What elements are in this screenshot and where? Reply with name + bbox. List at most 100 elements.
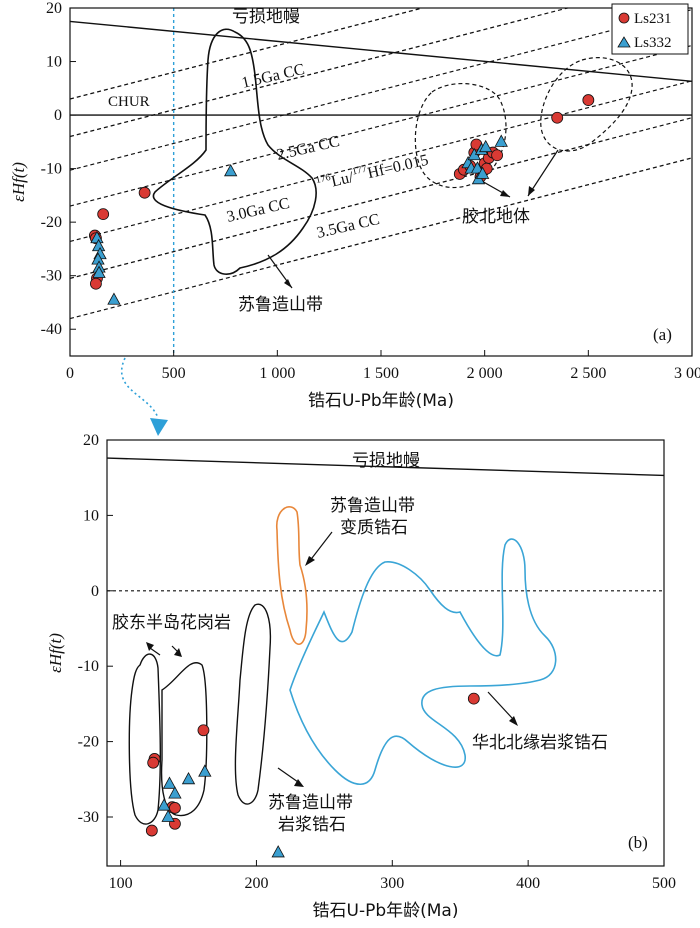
panel-a-data-points	[88, 94, 595, 305]
panel-a-x-tick-label: 3 000	[674, 365, 700, 382]
panel-a-point-ls231	[551, 111, 564, 124]
lu-hf-slope-label: 176Lu/177Hf=0.015	[315, 150, 430, 194]
panel-b-x-axis-title: 锆石U-Pb年龄(Ma)	[313, 901, 459, 921]
jiaobei-pointer-east	[527, 149, 559, 197]
panel-b-fields	[128, 506, 557, 825]
panel-a-fields	[152, 28, 633, 289]
crust-line-3-5-label: 3.5Ga CC	[315, 211, 381, 242]
panel-a-point-ls332	[224, 163, 238, 177]
panel-b-data-points	[145, 692, 480, 858]
jiaobei-field-label: 胶北地体	[462, 207, 530, 227]
panel-b-point-ls231	[147, 756, 160, 769]
panel-a-y-tick-label: 0	[54, 107, 62, 124]
panel-a-reference-lines	[69, 7, 693, 356]
panel-b-point-ls332	[157, 798, 171, 811]
panel-b-y-tick-label: 0	[91, 583, 99, 600]
jiaodong-field-left-outline	[128, 653, 162, 825]
legend-label-ls231: Ls231	[634, 11, 672, 27]
panel-a-y-axis-title: εHf(t)	[9, 162, 28, 202]
panel-a-x-axis-title: 锆石U-Pb年龄(Ma)	[308, 391, 454, 411]
jiaodong-pointer-right-head	[174, 648, 182, 657]
chur-label: CHUR	[108, 94, 150, 110]
panel-b-point-ls231	[467, 692, 480, 705]
panel-a-x-tick-label: 1 500	[363, 365, 399, 382]
jiaodong-pointer-left-head	[146, 642, 154, 651]
panel-b-x-tick-label: 400	[516, 875, 540, 892]
panel-b-depleted-mantle-label: 亏损地幔	[352, 451, 420, 471]
panel-a-point-ls332	[92, 265, 106, 278]
panel-b-plot-frame	[106, 439, 665, 867]
panel-b-point-ls332	[161, 809, 175, 822]
panel-a-point-ls231	[90, 277, 102, 290]
zoom-connector-head	[150, 418, 168, 436]
panel-b-depleted-mantle-line	[106, 457, 665, 477]
panel-b-y-tick-label: -20	[78, 734, 99, 751]
panel-a-x-tick-label: 0	[66, 365, 74, 382]
panel-b-x-tick-label: 100	[109, 875, 133, 892]
panel-b-x-tick-label: 300	[380, 875, 404, 892]
panel-b-point-ls231	[169, 802, 181, 814]
panel-a-y-tick-label: -40	[41, 321, 62, 338]
panel-a-point-ls332	[479, 139, 493, 153]
crust-evolution-line	[69, 117, 693, 279]
panel-b-y-tick-label: -10	[78, 658, 99, 675]
sulu-field-label: 苏鲁造山带	[238, 295, 323, 315]
panel-b-x-tick-label: 500	[652, 875, 676, 892]
panel-b-point-ls332	[271, 845, 285, 858]
panel-b-reference-lines	[106, 457, 665, 592]
north-china-label: 华北北缘岩浆锆石	[472, 733, 608, 753]
panel-a-point-ls332	[475, 166, 490, 179]
crust-evolution-line	[69, 7, 568, 138]
jiaodong-field-right-outline	[160, 662, 208, 817]
crust-evolution-line	[69, 44, 693, 207]
legend-marker-ls231	[618, 12, 630, 24]
sulu-meta-pointer-head	[305, 556, 315, 566]
panel-a-point-ls231	[138, 186, 151, 199]
panel-b-y-tick-label: -30	[78, 809, 99, 826]
sulu-magma-label-line-2: 岩浆锆石	[278, 815, 346, 835]
panel-b-label: (b)	[628, 833, 648, 852]
crust-line-1-5-label: 1.5Ga CC	[240, 61, 306, 92]
sulu-magma-pointer	[277, 767, 299, 783]
panel-a-y-tick-label: 10	[46, 54, 62, 71]
panel-a-y-tick-label: -30	[41, 268, 62, 285]
panel-a-point-ls332	[470, 161, 485, 174]
panel-b-point-ls332	[198, 764, 212, 777]
panel-a-y-tick-label: -10	[41, 161, 62, 178]
panel-b-point-ls231	[197, 724, 210, 737]
panel-a-point-ls231	[491, 149, 504, 162]
jiaodong-label: 胶东半岛花岗岩	[112, 613, 231, 633]
sulu-field-pointer-head	[284, 279, 292, 288]
sulu-meta-label-line-1: 苏鲁造山带	[330, 496, 415, 516]
depleted-mantle-label: 亏损地幔	[232, 7, 300, 27]
jiaobei-field-east-outline	[540, 57, 633, 152]
crust-evolution-line	[69, 9, 693, 171]
north-china-pointer-head	[509, 716, 518, 726]
panel-a-point-ls231	[97, 208, 110, 221]
legend-label-ls332: Ls332	[634, 35, 672, 51]
panel-a-x-tick-label: 2 500	[570, 365, 606, 382]
north-china-field-outline	[289, 538, 557, 786]
panel-a-label: (a)	[653, 325, 672, 344]
jiaobei-pointer-west-head	[500, 190, 510, 197]
jiaobei-pointer-east-head	[528, 186, 535, 196]
legend: Ls231 Ls332	[611, 3, 689, 55]
crust-evolution-line	[69, 7, 422, 100]
panel-a-point-ls332	[494, 134, 508, 147]
sulu-metamorphic-field-outline	[275, 506, 308, 646]
panel-b-y-tick-label: 20	[83, 432, 99, 449]
zoom-connector	[120, 357, 159, 419]
panel-a-point-ls332	[107, 292, 121, 305]
panel-a-x-tick-label: 2 000	[467, 365, 503, 382]
panel-b-x-tick-label: 200	[244, 875, 268, 892]
panel-b-labels: 亏损地幔 苏鲁造山带 变质锆石 胶东半岛花岗岩 苏鲁造山带 岩浆锆石 华北北缘岩…	[112, 451, 648, 852]
sulu-magma-pointer-head	[294, 779, 304, 787]
crust-line-2-5-label: 2.5Ga CC	[275, 133, 341, 164]
sulu-magma-label-line-1: 苏鲁造山带	[268, 793, 353, 813]
sulu-field-outline	[152, 28, 317, 275]
